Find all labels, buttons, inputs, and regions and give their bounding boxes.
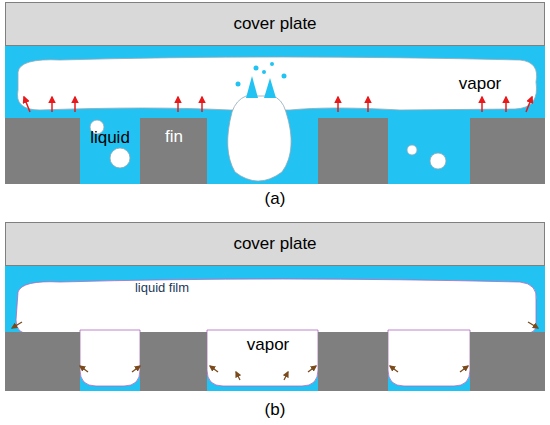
vapor-label: vapor [247,335,290,355]
panel-label: (a) [265,189,286,209]
film-label: liquid film [135,281,189,296]
cover-plate: cover plate [5,2,545,46]
cover-plate: cover plate [5,222,545,266]
plate-label: cover plate [233,14,316,34]
plate-label: cover plate [233,234,316,254]
liquid-label: liquid [90,128,130,148]
vapor-label: vapor [459,74,502,94]
fin-label: fin [165,127,183,147]
panel-label: (b) [265,400,286,420]
